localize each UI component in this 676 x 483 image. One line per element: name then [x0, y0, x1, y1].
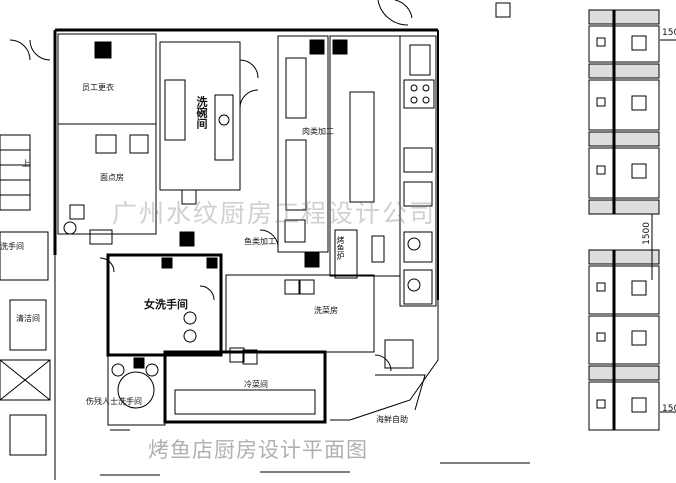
wash-veg-box — [225, 274, 375, 353]
stair-up-label: 上 — [22, 159, 30, 168]
room-label-noodle-room: 面点房 — [100, 173, 124, 182]
room-label-cold-room: 冷菜间 — [244, 380, 268, 389]
room-label-wash-veg: 洗菜房 — [314, 306, 338, 315]
stove-line-box — [399, 35, 437, 307]
watermark: 广州水纹厨房工程设计公司 — [112, 199, 437, 228]
room-label-disabled-wc: 伤残人士洗手间 — [86, 397, 142, 406]
room-label-staff-locker: 员工更衣 — [82, 83, 114, 92]
wash-room-box — [159, 41, 241, 191]
room-label-mens-wc: 洗手间 — [0, 242, 24, 251]
room-label-grill-fish: 烤鱼炉 — [336, 236, 345, 260]
noodle-room-box — [57, 123, 157, 235]
dimension-label-middle: 1500 — [642, 222, 652, 245]
dimension-label-top: 150 — [662, 28, 676, 38]
meat-proc-box — [277, 35, 329, 253]
dimension-label-bottom: 150 — [662, 404, 676, 414]
plan-title: 烤鱼店厨房设计平面图 — [148, 438, 368, 462]
mens-wc-box — [107, 354, 166, 426]
room-label-seafood: 海鲜自助 — [376, 415, 408, 424]
room-label-meat-proc: 肉类加工 — [302, 127, 334, 136]
room-label-womens-wc: 女洗手间 — [144, 298, 188, 311]
room-label-cleaning-room: 清洁间 — [16, 314, 40, 323]
room-label-fish-proc: 鱼类加工 — [244, 237, 276, 246]
room-label-wash-room: 洗碗间 — [195, 96, 208, 129]
